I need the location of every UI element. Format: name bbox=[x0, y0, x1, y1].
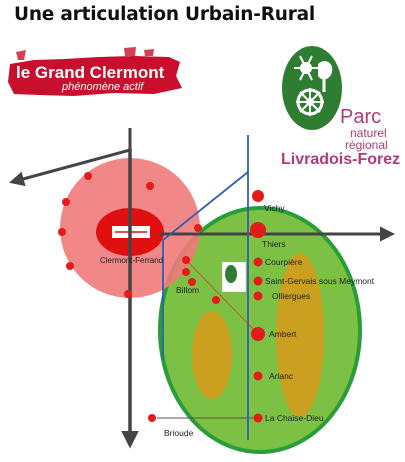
town-label-thiers: Thiers bbox=[262, 239, 286, 249]
town-dot bbox=[194, 224, 202, 232]
town-label-billom: Billom bbox=[176, 285, 199, 295]
rural-subbasin-east bbox=[276, 253, 324, 417]
town-label-arlanc: Arlanc bbox=[269, 371, 294, 381]
town-dot bbox=[66, 262, 74, 270]
park-logo bbox=[282, 46, 342, 130]
grand-clermont-logo-tagline: phénomène actif bbox=[61, 81, 144, 93]
town-dot bbox=[182, 268, 190, 276]
town-dot bbox=[62, 198, 70, 206]
town-dot bbox=[212, 296, 220, 304]
park-logo-line2: naturel bbox=[350, 126, 387, 140]
town-dot-saint-gervais bbox=[253, 276, 263, 286]
town-label-ambert: Ambert bbox=[269, 329, 297, 339]
town-label-courpiere: Courpière bbox=[265, 257, 303, 267]
northwest-axis bbox=[9, 148, 131, 187]
town-dot-clermont-ferrand bbox=[182, 256, 190, 264]
park-logo-line1: Parc bbox=[340, 106, 382, 128]
town-dot-olliergues bbox=[253, 291, 263, 301]
town-dot bbox=[124, 290, 132, 298]
town-label-la-chaise-dieu: La Chaise-Dieu bbox=[265, 413, 324, 423]
town-dot-courpiere bbox=[253, 257, 263, 267]
park-emblem-icon bbox=[294, 55, 333, 116]
town-dot-ambert bbox=[251, 327, 265, 341]
park-logo-line3: régional bbox=[345, 138, 388, 152]
town-label-clermont-ferrand: Clermont-Ferrand bbox=[100, 256, 163, 265]
town-dot-arlanc bbox=[253, 371, 263, 381]
town-dot bbox=[188, 278, 196, 286]
town-dot bbox=[146, 182, 154, 190]
town-label-vichy: Vichy bbox=[264, 203, 285, 213]
town-dot-thiers bbox=[250, 222, 266, 238]
billom-corridor-line bbox=[162, 171, 249, 360]
town-dot-vichy bbox=[252, 190, 264, 202]
town-dot bbox=[84, 172, 92, 180]
park-logo-line4: Livradois-Forez bbox=[281, 151, 401, 168]
town-label-olliergues: Olliergues bbox=[272, 291, 310, 301]
grand-clermont-logo-name: le Grand Clermont bbox=[16, 63, 165, 82]
town-label-saint-gervais: Saint-Gervais sous Meymont bbox=[265, 276, 375, 286]
page-title: Une articulation Urbain-Rural bbox=[14, 4, 316, 25]
town-dot-la-chaise-dieu bbox=[253, 413, 263, 423]
town-dot bbox=[58, 228, 66, 236]
town-dot-brioude bbox=[148, 414, 156, 422]
rural-subbasin-west bbox=[192, 311, 232, 399]
grand-clermont-logo: le Grand Clermont phénomène actif bbox=[8, 47, 182, 96]
town-label-brioude: Brioude bbox=[164, 428, 194, 438]
